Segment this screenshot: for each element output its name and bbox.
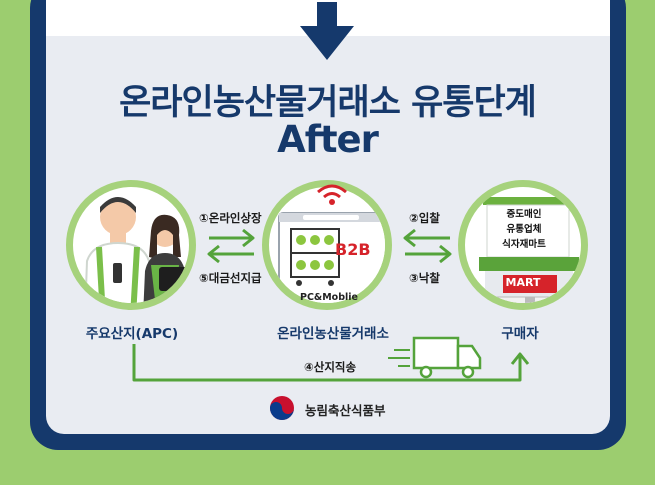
buyer-type-food-mart: 식자재마트 [502,239,546,250]
title-line-1: 온라인농산물거래소 유통단계 [119,83,537,123]
arrow-payment-icon [207,244,254,264]
ministry-logo-icon [270,396,294,420]
platform-caption: PC&Moblie [300,292,358,303]
direct-shipping-line [132,344,530,382]
buyer-type-distributor: 유통업체 [506,224,542,235]
flow-label-advance-payment: ⑤대금선지급 [199,271,262,285]
ministry-name: 농림축산식품부 [305,403,386,418]
mart-sign: MART [505,276,541,289]
arrow-listing-icon [209,228,255,248]
truck-icon [388,336,482,379]
node-label-exchange: 온라인농산물거래소 [277,326,389,342]
flow-label-bid: ②입찰 [409,211,440,225]
node-label-producer: 주요산지(APC) [85,326,179,342]
farmers-illustration-icon [84,197,189,303]
mart-store-icon [479,197,579,303]
down-arrow-icon [300,2,354,60]
producer-circle [66,180,196,310]
title-line-2: After [277,118,379,161]
arrow-bid-icon [403,228,450,248]
node-label-buyer: 구매자 [501,326,539,342]
flow-label-direct-shipping: ④산지직송 [304,360,357,374]
flow-label-online-listing: ①온라인상장 [199,211,262,225]
b2b-badge: B2B [335,240,371,259]
online-exchange-illustration-icon [278,212,385,303]
buyer-type-wholesaler: 중도매인 [506,209,542,220]
exchange-circle [262,180,392,310]
flow-label-award: ③낙찰 [409,271,440,285]
wifi-icon [317,184,347,205]
buyer-circle [458,180,588,310]
arrow-award-icon [405,244,452,264]
